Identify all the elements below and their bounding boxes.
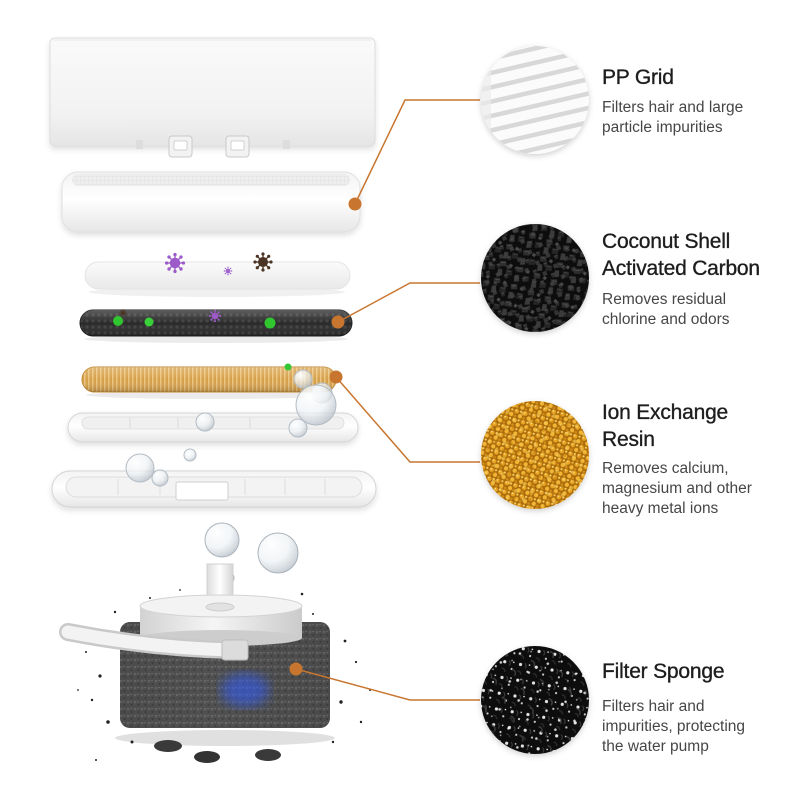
description-line: Filters hair and large [602,99,744,116]
description-line: heavy metal ions [602,500,719,517]
activated-carbon-swatch [481,224,589,332]
bubble [195,412,215,432]
activated-carbon-title: Coconut Shell Activated Carbon [602,228,760,282]
title-line: Resin [602,428,655,451]
germ-icon [223,266,233,276]
callout-marker [329,370,343,384]
ion-exchange-resin-layer [81,363,337,404]
description-line: particle impurities [602,119,723,136]
filter-sponge-swatch [481,646,589,754]
description-line: impurities, protecting [602,718,746,735]
description-line: magnesium and other [602,480,752,497]
debris-specks [77,589,371,761]
lower-support-tray [51,448,377,508]
particle [113,316,123,326]
title-line: Filter Sponge [602,660,725,683]
germ-icon [118,308,128,318]
germ-icon [252,251,274,273]
description-line: Removes calcium, [602,460,729,477]
lid-clip-right [225,135,250,158]
callout-leaders [295,99,480,701]
bubble [293,369,313,389]
callout-markers [289,197,362,676]
bubble [183,448,197,462]
germ-icon [164,252,186,274]
upper-support-tray [67,384,359,443]
lid-clip-left [168,135,193,158]
lid-notch [283,140,290,149]
pp-grid-title: PP Grid [602,64,674,91]
title-line: PP Grid [602,66,674,89]
tray-connector [175,481,229,501]
title-line: Activated Carbon [602,257,760,280]
lid [49,37,376,158]
water-pump-assembly [59,563,335,763]
particle [264,317,276,329]
description-line: the water pump [602,738,709,755]
rising-bubbles [204,522,299,585]
filter-sponge-description: Filters hair and impurities, protecting … [602,697,745,757]
germ-icon [208,309,222,323]
pp-grid-tray [61,171,361,233]
filter-pad [84,251,351,297]
description-line: Filters hair and [602,698,705,715]
filter-sponge-title: Filter Sponge [602,658,725,685]
bubble [125,453,155,483]
pp-grid-swatch [481,46,589,154]
pump-light [221,673,269,707]
title-line: Ion Exchange [602,401,729,424]
pump-hose [59,623,249,661]
ion-exchange-resin-description: Removes calcium, magnesium and other hea… [602,459,752,519]
activated-carbon-description: Removes residual chlorine and odors [602,290,730,330]
description-line: Removes residual [602,291,727,308]
bubble [295,384,337,426]
bubble [151,469,169,487]
carbon-filter-layer [79,308,353,343]
callout-marker [331,315,345,329]
ion-exchange-resin-title: Ion Exchange Resin [602,399,729,453]
title-line: Coconut Shell [602,230,731,253]
particle [284,363,292,371]
pp-grid-description: Filters hair and large particle impuriti… [602,98,743,138]
callout-marker [348,197,362,211]
callout-leader-resin [335,376,480,463]
bubble [288,418,308,438]
callout-leader-sponge [295,668,480,701]
callout-leader-pp-grid [354,99,480,205]
callout-leader-activated-carbon [337,282,480,323]
callout-marker [289,662,303,676]
description-line: chlorine and odors [602,311,730,328]
particle [144,317,154,327]
ion-exchange-resin-swatch [481,401,589,509]
lid-notch [136,140,143,149]
suction-feet [154,740,281,763]
